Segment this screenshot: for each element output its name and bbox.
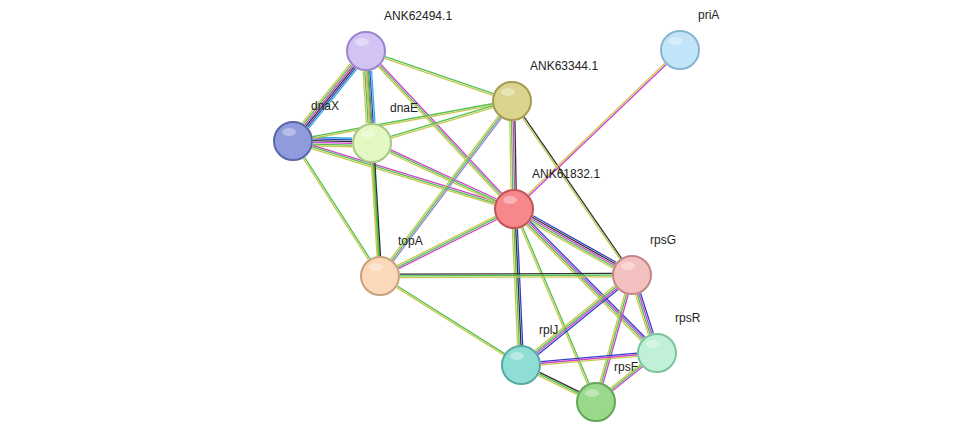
evidence-line — [392, 117, 500, 260]
interaction-edge — [510, 121, 516, 189]
protein-node: rpsF — [576, 382, 616, 422]
protein-node: ANK61832.1 — [494, 189, 534, 229]
interaction-edge — [636, 293, 654, 334]
evidence-line — [538, 290, 618, 355]
evidence-line — [535, 286, 615, 351]
protein-node: dnaX — [273, 121, 313, 161]
node-highlight — [585, 389, 599, 397]
evidence-line — [540, 372, 579, 391]
node-highlight — [282, 128, 296, 136]
node-label: dnaE — [390, 101, 418, 115]
evidence-line — [308, 68, 356, 127]
node-highlight — [355, 38, 369, 46]
evidence-line — [397, 216, 495, 265]
interaction-edge — [366, 71, 379, 256]
protein-node: topA — [360, 256, 400, 296]
protein-node: ANK62494.1 — [346, 31, 386, 71]
interaction-edge — [385, 57, 494, 96]
protein-node: dnaE — [352, 123, 392, 163]
interaction-edge — [528, 63, 666, 196]
evidence-line — [538, 375, 577, 394]
interaction-edge — [396, 286, 504, 355]
evidence-line — [641, 293, 654, 333]
evidence-line — [537, 288, 617, 353]
evidence-line — [515, 121, 516, 189]
node-label: rpsR — [675, 311, 700, 325]
node-highlight — [361, 130, 375, 138]
evidence-line — [372, 163, 378, 256]
evidence-line — [393, 118, 501, 261]
evidence-line — [391, 116, 499, 259]
node-highlight — [369, 263, 383, 271]
node-label: topA — [398, 234, 423, 248]
node-label: rpsG — [650, 233, 676, 247]
interaction-edge — [312, 145, 496, 204]
evidence-line — [309, 69, 357, 128]
node-label: rplJ — [539, 323, 558, 337]
evidence-line — [398, 218, 496, 267]
evidence-line — [396, 287, 503, 355]
evidence-line — [636, 295, 649, 335]
evidence-line — [389, 153, 495, 202]
evidence-line — [637, 294, 650, 334]
node-label: priA — [698, 8, 719, 22]
evidence-line — [400, 276, 612, 278]
node-highlight — [503, 196, 517, 204]
evidence-line — [512, 229, 517, 345]
protein-node: priA — [660, 30, 700, 70]
evidence-line — [363, 71, 366, 123]
evidence-line — [512, 121, 513, 189]
evidence-line — [530, 222, 613, 268]
evidence-line — [399, 219, 497, 268]
node-label: ANK63344.1 — [530, 59, 598, 73]
evidence-line — [639, 294, 652, 334]
evidence-line — [528, 63, 665, 194]
node-label: ANK62494.1 — [384, 9, 452, 23]
node-highlight — [510, 352, 524, 360]
interaction-edge — [303, 157, 370, 259]
evidence-line — [302, 64, 350, 123]
evidence-line — [313, 145, 496, 201]
evidence-line — [305, 66, 353, 125]
evidence-line — [529, 64, 666, 195]
interaction-edge — [372, 163, 381, 256]
evidence-line — [305, 157, 370, 258]
interaction-edge — [400, 273, 612, 277]
node-highlight — [669, 37, 683, 45]
interaction-edge — [512, 229, 522, 345]
evidence-line — [510, 121, 511, 189]
evidence-line — [397, 286, 504, 354]
evidence-line — [400, 273, 612, 275]
node-label: dnaX — [311, 99, 339, 113]
evidence-line — [539, 374, 578, 393]
interaction-edge — [313, 137, 352, 146]
evidence-line — [531, 220, 614, 266]
protein-node: rpsG — [612, 255, 652, 295]
interaction-edge — [538, 372, 579, 394]
node-highlight — [621, 262, 635, 270]
evidence-line — [303, 158, 368, 259]
interaction-edge — [302, 64, 356, 128]
interaction-edge — [391, 116, 502, 261]
node-label: rpsF — [614, 360, 638, 374]
protein-node: rpsR — [637, 333, 677, 373]
interaction-edge — [397, 216, 497, 268]
node-highlight — [646, 340, 660, 348]
node-highlight — [501, 88, 515, 96]
evidence-line — [306, 67, 354, 126]
evidence-line — [304, 65, 352, 124]
node-label: ANK61832.1 — [532, 167, 600, 181]
evidence-line — [513, 121, 514, 189]
protein-node: ANK63344.1 — [492, 81, 532, 121]
protein-node: rplJ — [501, 345, 541, 385]
evidence-line — [536, 287, 616, 352]
interaction-edge — [535, 286, 618, 355]
evidence-line — [400, 274, 612, 276]
